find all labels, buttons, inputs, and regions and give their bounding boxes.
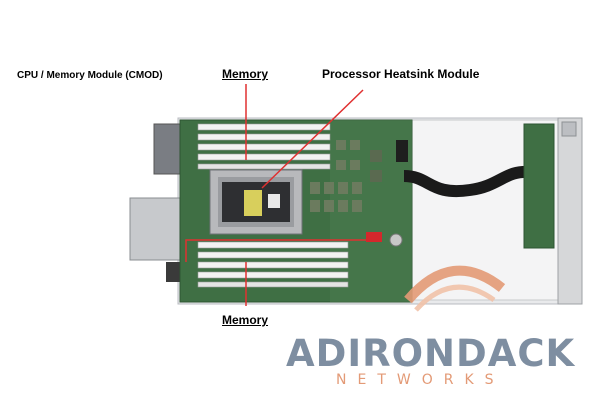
callout-box-connector (185, 239, 366, 262)
rear-connector-top (153, 123, 181, 175)
dimm-bank-bottom (197, 241, 349, 288)
front-handle (557, 117, 583, 305)
memory-bottom-label: Memory (222, 313, 269, 327)
handle-latch (561, 121, 577, 137)
module-title-label: CPU / Memory Module (CMOD) (17, 70, 163, 81)
riser-card (523, 123, 555, 249)
vrm-components (310, 140, 382, 212)
logo-wordmark: ADIRONDACK (286, 332, 576, 375)
memory-top-label: Memory (222, 67, 269, 81)
logo-arc (404, 265, 506, 304)
logo-arc-inner (414, 284, 496, 312)
logo-subtitle: NETWORKS (336, 372, 505, 388)
red-connector (366, 232, 382, 242)
processor-heatsink-label: Processor Heatsink Module (322, 67, 480, 81)
dimm-bank-top (197, 123, 331, 170)
callout-heatsink (261, 89, 364, 189)
ribbon-cable (403, 165, 531, 198)
rear-connector-mid (129, 197, 181, 261)
processor-heatsink (209, 169, 303, 235)
capacitor (389, 233, 403, 247)
onboard-connector (396, 140, 408, 162)
